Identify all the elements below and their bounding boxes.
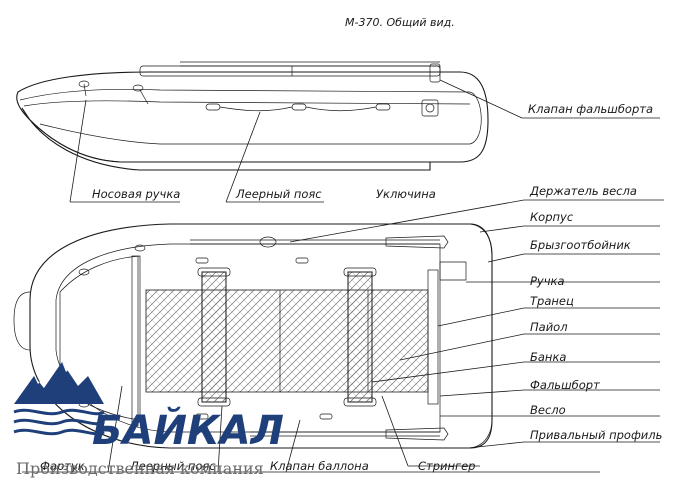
label-oar-holder: Держатель весла <box>529 184 637 198</box>
top-leaders <box>22 199 664 473</box>
wave-icon <box>13 408 105 416</box>
side-leaders <box>69 79 660 203</box>
brand-tagline: Производственная компания <box>16 459 264 478</box>
brand-logo: БАЙКАЛ Производственная компания <box>13 362 284 478</box>
label-rub-strake: Привальный профиль <box>530 428 662 442</box>
label-stringer: Стрингер <box>418 459 475 473</box>
label-bulwark: Фальшборт <box>530 378 600 392</box>
label-lifeline: Леерный пояс <box>235 187 322 201</box>
bench-rear <box>347 271 373 403</box>
bench-front <box>201 271 227 403</box>
floor-panel <box>145 289 429 393</box>
side-rub-strake <box>19 88 471 101</box>
side-tube <box>16 71 489 163</box>
side-hull-bottom <box>21 107 431 171</box>
top-oarlock <box>259 236 277 248</box>
label-hull: Корпус <box>530 210 574 224</box>
label-bench: Банка <box>530 350 566 364</box>
transom <box>427 269 439 405</box>
label-bow-handle: Носовая ручка <box>92 187 180 201</box>
label-oarlock: Уключина <box>376 187 436 201</box>
label-oar: Весло <box>530 403 566 417</box>
label-valve-fender: Клапан фальшборта <box>528 102 653 116</box>
label-handle: Ручка <box>530 274 565 288</box>
side-view <box>16 61 489 171</box>
side-bow-handle <box>78 80 90 88</box>
label-lifeline-bottom: Леерный пояс <box>129 459 216 473</box>
brand-name: БАЙКАЛ <box>92 406 284 454</box>
side-valve <box>429 63 441 83</box>
label-spray-guard: Брызгоотбойник <box>530 238 631 252</box>
mountain-icon <box>14 362 104 404</box>
top-view <box>13 223 493 449</box>
label-transom: Транец <box>530 294 574 308</box>
side-badge-icon <box>421 99 439 117</box>
label-floor: Пайол <box>530 320 568 334</box>
diagram-title: М-370. Общий вид. <box>345 16 455 29</box>
label-tube-valve: Клапан баллона <box>270 459 369 473</box>
label-apron: Фартук <box>40 459 85 473</box>
